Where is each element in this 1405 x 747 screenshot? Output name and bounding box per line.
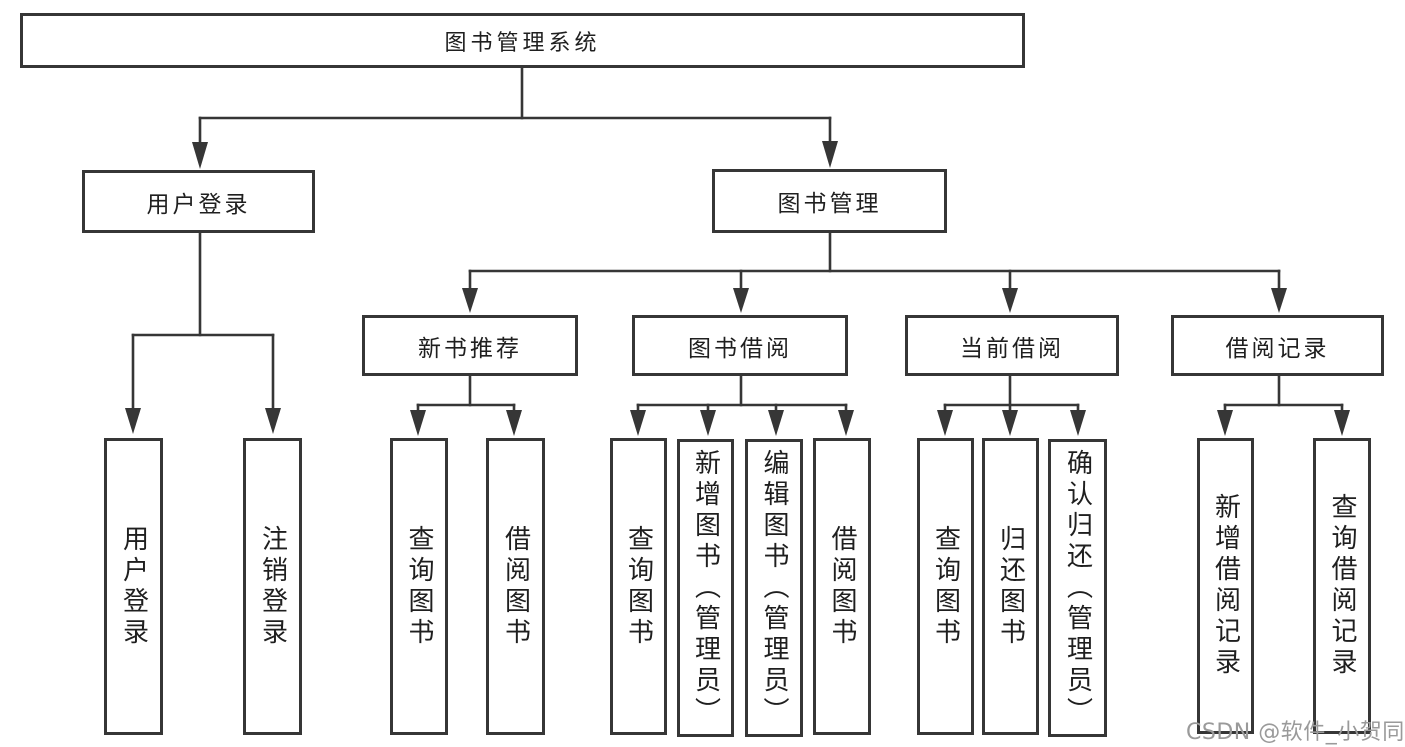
- node-label: 确认归还（管理员）: [1062, 448, 1093, 728]
- node-label: 查询图书: [930, 524, 961, 649]
- node-label: 新增图书（管理员）: [690, 448, 721, 728]
- node-leaf-borrow-books-2: 借阅图书: [813, 438, 871, 735]
- node-leaf-confirm-return-admin: 确认归还（管理员）: [1048, 439, 1107, 737]
- node-label: 新增借阅记录: [1210, 493, 1241, 679]
- node-user-login-branch: 用户登录: [82, 170, 315, 233]
- node-book-management-branch: 图书管理: [712, 169, 947, 233]
- node-leaf-borrow-books-1: 借阅图书: [486, 438, 545, 735]
- node-leaf-add-books-admin: 新增图书（管理员）: [677, 439, 734, 737]
- node-leaf-query-books-1: 查询图书: [390, 438, 448, 735]
- node-leaf-query-books-3: 查询图书: [917, 438, 974, 735]
- node-new-book-recommendation: 新书推荐: [362, 315, 578, 376]
- node-label: 当前借阅: [960, 335, 1064, 362]
- node-label: 归还图书: [995, 524, 1026, 649]
- node-label: 图书管理: [777, 191, 882, 217]
- node-label: 查询图书: [623, 524, 654, 649]
- node-leaf-logout: 注销登录: [243, 438, 302, 735]
- node-label: 查询借阅记录: [1327, 493, 1357, 679]
- watermark: CSDN @软件_小贺同学: [1186, 720, 1405, 745]
- node-label: 图书借阅: [688, 335, 792, 362]
- node-label: 编辑图书（管理员）: [759, 448, 789, 728]
- node-leaf-query-borrow-record: 查询借阅记录: [1313, 438, 1371, 734]
- node-label: 查询图书: [404, 524, 434, 649]
- node-label: 用户登录: [146, 191, 251, 218]
- node-label: 用户登录: [118, 524, 149, 649]
- node-label: 注销登录: [257, 524, 288, 649]
- node-leaf-return-books: 归还图书: [982, 438, 1039, 735]
- node-root-system: 图书管理系统: [20, 13, 1025, 68]
- node-borrowing-records: 借阅记录: [1171, 315, 1384, 376]
- node-leaf-query-books-2: 查询图书: [610, 438, 667, 735]
- node-book-borrowing: 图书借阅: [632, 315, 848, 376]
- node-label: 借阅图书: [500, 524, 531, 649]
- node-label: 图书管理系统: [444, 30, 601, 56]
- node-label: 借阅记录: [1225, 335, 1330, 362]
- node-leaf-edit-books-admin: 编辑图书（管理员）: [745, 439, 803, 737]
- node-current-borrowing: 当前借阅: [905, 315, 1119, 376]
- node-leaf-user-login: 用户登录: [104, 438, 163, 735]
- node-label: 新书推荐: [418, 335, 522, 362]
- node-leaf-add-borrow-record: 新增借阅记录: [1197, 438, 1254, 734]
- node-label: 借阅图书: [827, 524, 857, 649]
